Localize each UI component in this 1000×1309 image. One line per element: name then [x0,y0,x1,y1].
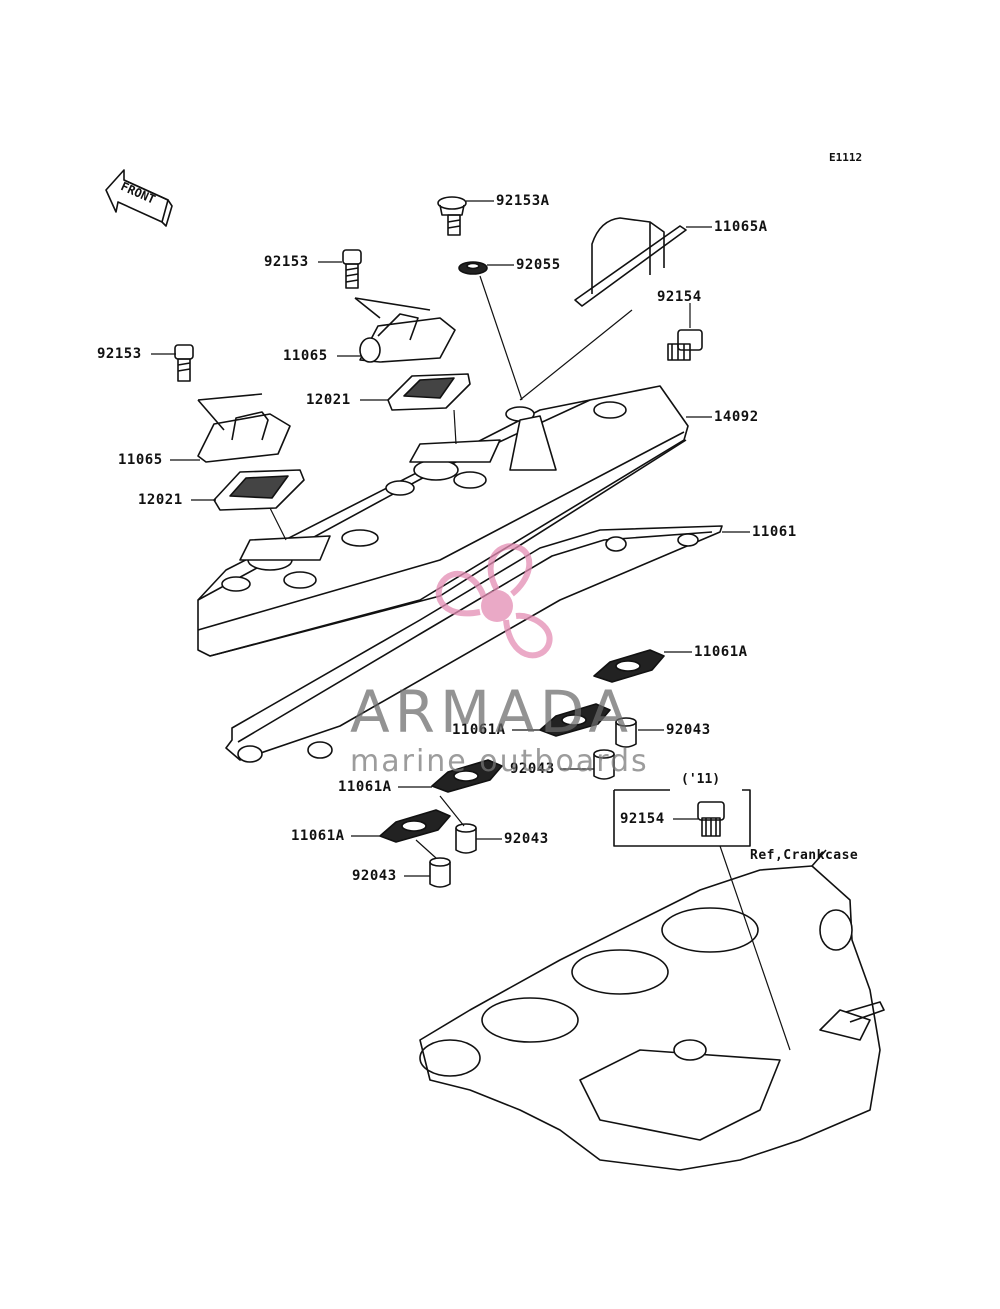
ref-crankcase-label: Ref,Crankcase [750,848,859,863]
part-label-92153-left: 92153 [97,346,142,362]
plug-gasket-11061a-3-icon [431,759,503,793]
washer-92055-icon [458,261,488,275]
watermark-tagline: marine outboards [350,744,649,779]
part-label-12021-top: 12021 [306,392,351,408]
plate-12021-left-icon [213,469,305,511]
bolt-92153-left-icon [174,344,194,382]
part-label-11061a-4: 11061A [291,828,345,844]
plug-92154-top-icon [667,329,703,361]
dowel-92043-2-icon [593,749,615,780]
head-cover-14092-icon [197,385,689,657]
part-label-14092: 14092 [714,409,759,425]
part-label-11061a-1: 11061A [694,644,748,660]
part-label-92043-3: 92043 [504,831,549,847]
plate-12021-top-icon [387,373,471,411]
bolt-92153-top-icon [342,249,362,289]
crankcase-icon [419,849,885,1171]
part-label-11065-left: 11065 [118,452,163,468]
part-label-12021-left: 12021 [138,492,183,508]
part-label-11065-top: 11065 [283,348,328,364]
cap-11065a-icon [574,217,687,307]
front-arrow-icon [105,169,173,227]
plug-gasket-11061a-1-icon [593,649,665,683]
plug-gasket-11061a-2-icon [539,703,611,737]
part-label-92153a: 92153A [496,193,550,209]
gasket-11061-icon [225,525,723,763]
part-label-92154-top: 92154 [657,289,702,305]
part-label-92043-4: 92043 [352,868,397,884]
watermark-brand: ARMADA [350,678,634,746]
coil-holder-11065-top-icon [354,297,456,363]
detail-box-92154 [613,789,751,847]
dowel-92043-3-icon [455,823,477,854]
diagram-code: E1112 [829,151,863,164]
bolt-92153a-icon [437,196,467,236]
part-label-92043-2: 92043 [510,761,555,777]
plug-gasket-11061a-4-icon [379,809,451,843]
part-label-11061: 11061 [752,524,797,540]
watermark-propeller-icon [435,543,553,659]
dowel-92043-1-icon [615,717,637,748]
coil-holder-11065-left-icon [197,393,291,463]
part-label-92043-1: 92043 [666,722,711,738]
part-label-11061a-3: 11061A [338,779,392,795]
year-note: ('11) [681,772,721,787]
part-label-11061a-2: 11061A [452,722,506,738]
part-label-92154-box: 92154 [620,811,665,827]
part-label-11065a: 11065A [714,219,768,235]
part-label-92055: 92055 [516,257,561,273]
dowel-92043-4-icon [429,857,451,888]
part-label-92153-top: 92153 [264,254,309,270]
